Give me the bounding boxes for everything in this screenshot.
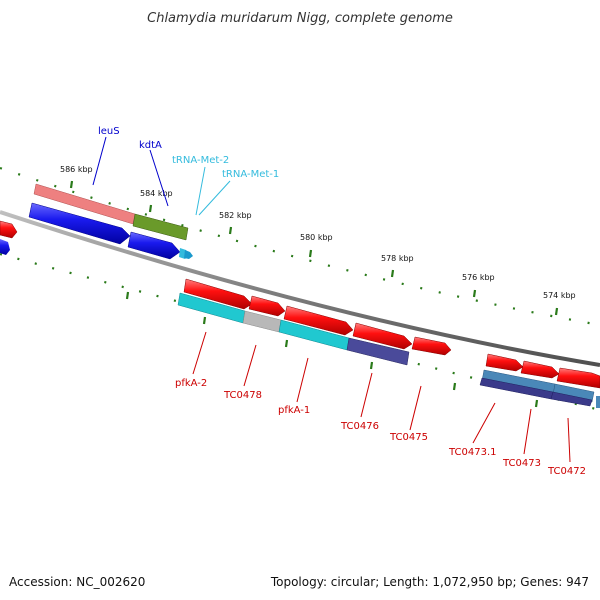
upper-labels: leuS kdtA tRNA-Met-2 tRNA-Met-1 xyxy=(92,126,279,216)
gene-arrow-TC0475[interactable] xyxy=(411,336,452,356)
gene-label-TC0473.1[interactable]: TC0473.1 xyxy=(448,447,497,458)
genome-summary-text: Topology: circular; Length: 1,072,950 bp… xyxy=(270,575,589,589)
scale-labels: 586 kbp 584 kbp 582 kbp 580 kbp 578 kbp … xyxy=(60,165,576,300)
leader-line xyxy=(296,357,309,403)
leader-line xyxy=(192,331,207,375)
lower-cds-bars xyxy=(177,292,600,408)
gene-label-TC0472[interactable]: TC0472 xyxy=(547,466,586,477)
gene-label-pfkA-1[interactable]: pfkA-1 xyxy=(278,405,310,416)
trna-arrow[interactable] xyxy=(184,250,193,259)
scale-label: 574 kbp xyxy=(543,291,576,300)
scale-label: 578 kbp xyxy=(381,254,414,263)
major-tick xyxy=(369,361,374,370)
gene-arrow-TC0476[interactable] xyxy=(352,322,413,350)
gene-arrow-TC0478[interactable] xyxy=(248,295,286,317)
gene-label-pfkA-2[interactable]: pfkA-2 xyxy=(175,378,207,389)
scale-label: 580 kbp xyxy=(300,233,333,242)
leader-line xyxy=(567,417,571,463)
gene-label-TC0476[interactable]: TC0476 xyxy=(340,421,379,432)
leader-line xyxy=(149,149,169,207)
leader-line xyxy=(360,372,373,418)
gene-label-TC0475[interactable]: TC0475 xyxy=(389,432,428,443)
gene-arrow[interactable] xyxy=(0,239,10,255)
lower-major-ticks xyxy=(125,291,539,408)
major-tick xyxy=(390,269,395,278)
major-tick xyxy=(69,180,74,189)
map-title: Chlamydia muridarum Nigg, complete genom… xyxy=(147,11,453,26)
upper-dotted-track xyxy=(0,166,600,327)
major-tick xyxy=(554,307,559,316)
cds-bar-leuS[interactable] xyxy=(33,183,136,225)
leader-line xyxy=(92,136,107,186)
scale-label: 584 kbp xyxy=(140,189,173,198)
cds-bar-edge[interactable] xyxy=(596,396,600,408)
leader-line xyxy=(409,385,422,431)
scale-label: 576 kbp xyxy=(462,273,495,282)
major-tick xyxy=(308,249,313,258)
leader-line xyxy=(198,180,231,216)
gene-arrow-pfkA-2[interactable] xyxy=(183,278,253,310)
scale-label: 582 kbp xyxy=(219,211,252,220)
scale-label: 586 kbp xyxy=(60,165,93,174)
gene-arrow-leuS[interactable] xyxy=(28,202,131,245)
upper-strand-features xyxy=(0,183,193,260)
major-tick xyxy=(284,339,289,348)
gene-arrow-kdtA[interactable] xyxy=(127,231,181,260)
accession-text: Accession: NC_002620 xyxy=(9,575,145,589)
major-tick xyxy=(534,399,539,408)
rna-label-tRNA-Met-1[interactable]: tRNA-Met-1 xyxy=(222,169,279,180)
gene-arrow-TC0473[interactable] xyxy=(520,360,560,379)
gene-arrow-TC0473.1[interactable] xyxy=(485,353,524,372)
leader-line xyxy=(523,408,532,455)
leader-line xyxy=(195,166,206,216)
genome-backbone xyxy=(0,210,600,367)
lower-labels: pfkA-2 TC0478 pfkA-1 TC0476 TC0475 TC047… xyxy=(175,331,586,477)
lower-strand-genes xyxy=(183,278,600,389)
leader-line xyxy=(472,402,496,444)
upper-major-ticks xyxy=(69,180,559,316)
cds-bar-kdtA[interactable] xyxy=(132,213,189,241)
major-tick xyxy=(472,289,477,298)
major-tick xyxy=(148,204,153,213)
major-tick xyxy=(228,226,233,235)
gene-label-TC0478[interactable]: TC0478 xyxy=(223,390,262,401)
major-tick xyxy=(125,291,130,300)
gene-label-kdtA[interactable]: kdtA xyxy=(139,140,162,151)
cds-bar-TC0473[interactable] xyxy=(552,383,595,403)
cds-bar-dark[interactable] xyxy=(550,391,593,407)
major-tick xyxy=(202,316,207,325)
gene-arrow-pfkA-1[interactable] xyxy=(283,305,354,336)
gene-arrow[interactable] xyxy=(0,220,18,239)
rna-label-tRNA-Met-2[interactable]: tRNA-Met-2 xyxy=(172,155,229,166)
gene-arrow-TC0472[interactable] xyxy=(556,367,600,389)
leader-line xyxy=(243,344,257,387)
gene-label-leuS[interactable]: leuS xyxy=(98,126,120,137)
gene-label-TC0473[interactable]: TC0473 xyxy=(502,458,541,469)
cds-bar-TC0476[interactable] xyxy=(346,337,410,366)
major-tick xyxy=(452,382,457,391)
